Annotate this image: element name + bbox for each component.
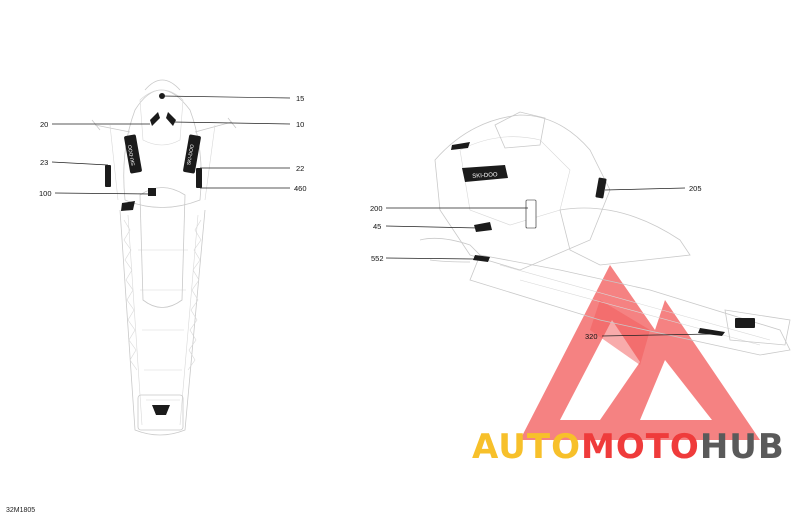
callout-23: 23 <box>40 158 48 167</box>
watermark-text: AUTOMOTOHUB <box>472 430 785 464</box>
ski-doo-decal-side: SKI-DOO <box>462 165 508 182</box>
callout-320: 320 <box>585 332 598 341</box>
ski-doo-decal-right: SKI-DOO <box>183 134 201 174</box>
callout-552: 552 <box>371 254 384 263</box>
callout-22: 22 <box>296 164 304 173</box>
svg-text:SKI-DOO: SKI-DOO <box>472 172 498 180</box>
callout-10: 10 <box>296 120 304 129</box>
side-view-callouts: 205 200 45 552 320 <box>370 184 713 341</box>
watermark-part-moto: MOTO <box>580 427 700 467</box>
callout-200: 200 <box>370 204 383 213</box>
callout-20: 20 <box>40 120 48 129</box>
watermark-logo-icon <box>520 265 760 440</box>
top-view-drawing: SKI-DOO SKI-DOO <box>91 79 237 436</box>
callout-460: 460 <box>294 184 307 193</box>
svg-text:SKI-DOO: SKI-DOO <box>127 144 137 166</box>
watermark-part-auto: AUTO <box>472 427 581 467</box>
figure-code: 32M1805 <box>6 507 35 514</box>
callout-15: 15 <box>296 94 304 103</box>
callout-45: 45 <box>373 222 381 231</box>
side-view-drawing: SKI-DOO <box>419 111 791 356</box>
ski-doo-decal-left: SKI-DOO <box>124 134 142 174</box>
watermark-part-hub: HUB <box>699 427 785 467</box>
callout-100: 100 <box>39 189 52 198</box>
svg-text:SKI-DOO: SKI-DOO <box>186 144 196 166</box>
callout-205: 205 <box>689 184 702 193</box>
top-view-callouts: 15 20 10 23 22 100 460 <box>39 94 307 198</box>
